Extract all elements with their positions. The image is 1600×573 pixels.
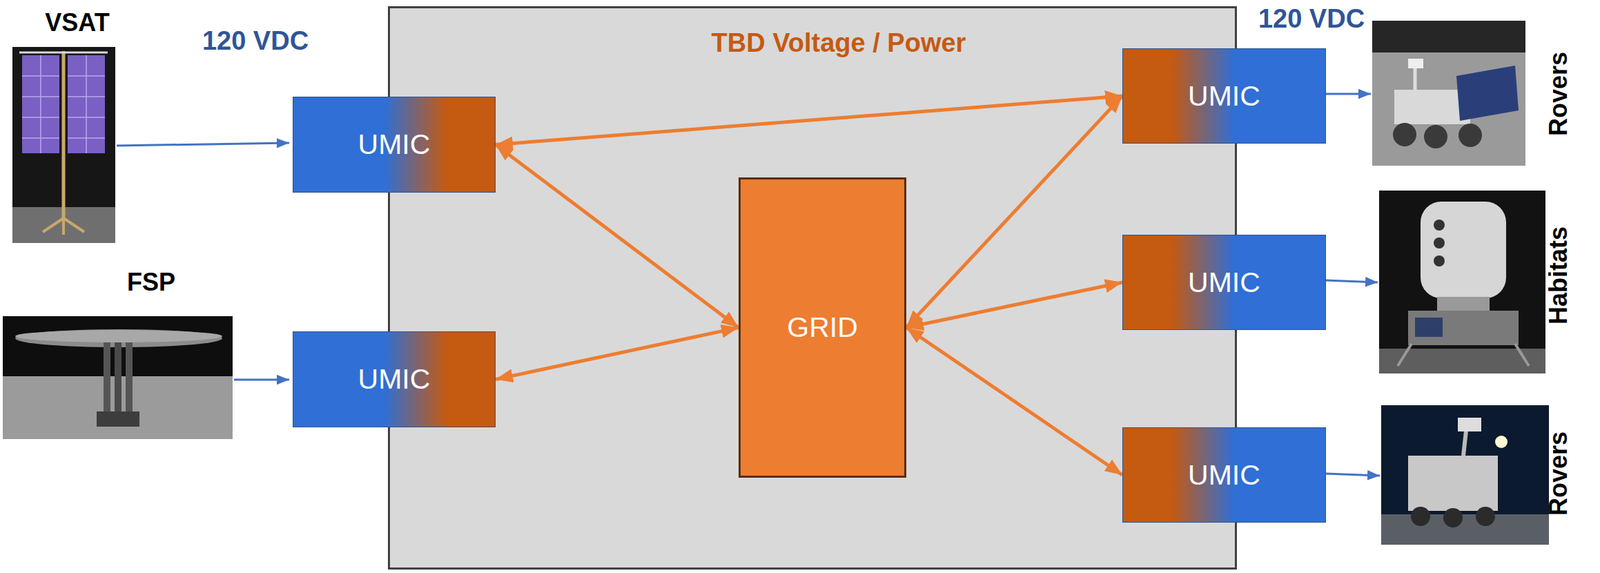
rover-image bbox=[1372, 20, 1526, 166]
source-label: VSAT bbox=[44, 8, 110, 37]
box-label: UMIC bbox=[1187, 266, 1261, 299]
load-label-holder: Habitats bbox=[1544, 226, 1574, 325]
rover-image bbox=[1381, 405, 1549, 545]
habitat-image bbox=[1379, 190, 1546, 374]
converter-box: UMIC bbox=[1122, 234, 1326, 330]
power-link bbox=[906, 95, 1123, 328]
power-link bbox=[906, 327, 1123, 476]
load-label-holder: Rovers bbox=[1544, 51, 1574, 136]
source-label: FSP bbox=[127, 267, 176, 297]
converter-box: UMIC bbox=[1122, 427, 1326, 523]
load-label: Habitats bbox=[1544, 226, 1573, 325]
region-heading-holder: TBD Voltage / Power bbox=[711, 28, 967, 58]
vsat-image bbox=[12, 46, 116, 243]
voltage-label: 120 VDC bbox=[1258, 4, 1365, 34]
power-link bbox=[495, 327, 739, 380]
voltage-label-holder: 120 VDC bbox=[1258, 4, 1365, 34]
fsp-image bbox=[2, 316, 233, 439]
box-label: UMIC bbox=[358, 363, 431, 396]
source-label-holder: FSP bbox=[127, 267, 176, 297]
box-label: UMIC bbox=[1187, 459, 1261, 492]
power-link bbox=[906, 282, 1123, 328]
grid-box: GRID bbox=[738, 177, 907, 478]
load-label: Rovers bbox=[1544, 51, 1573, 136]
box-label: UMIC bbox=[358, 128, 431, 161]
voltage-label: 120 VDC bbox=[202, 26, 309, 56]
power-link bbox=[495, 95, 1123, 145]
source-label-holder: VSAT bbox=[44, 8, 110, 38]
load-label-holder: Rovers bbox=[1544, 431, 1574, 516]
voltage-label-holder: 120 VDC bbox=[202, 26, 309, 56]
load-label: Rovers bbox=[1544, 431, 1573, 516]
converter-box: UMIC bbox=[292, 96, 496, 193]
power-link bbox=[495, 144, 739, 328]
box-label: UMIC bbox=[1187, 80, 1261, 113]
box-label: GRID bbox=[786, 311, 858, 344]
converter-box: UMIC bbox=[292, 331, 496, 428]
power-region: TBD Voltage / PowerUMICUMICGRIDUMICUMICU… bbox=[387, 6, 1237, 570]
converter-box: UMIC bbox=[1122, 48, 1326, 144]
region-heading: TBD Voltage / Power bbox=[711, 28, 967, 58]
